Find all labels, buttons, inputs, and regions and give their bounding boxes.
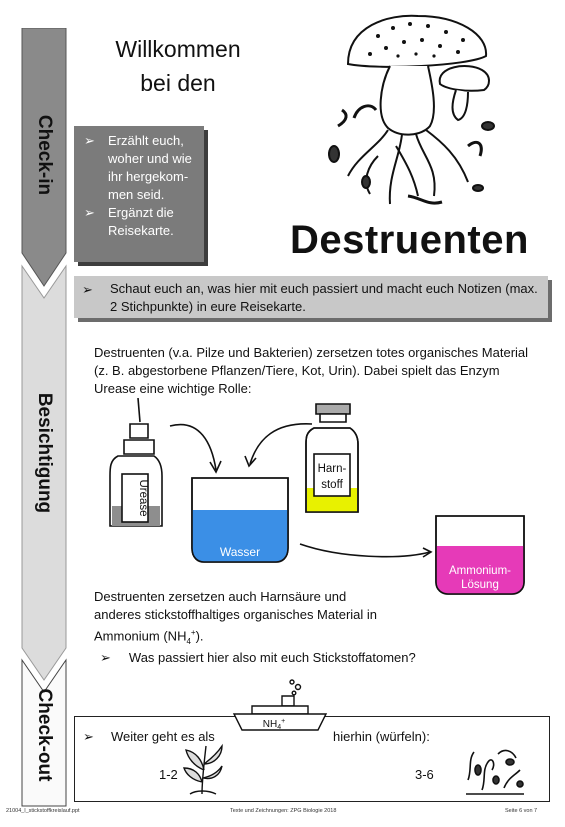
harnstoff-label-1: Harn-	[318, 463, 347, 475]
ship-label: NH4+	[263, 718, 285, 731]
question-line: ➢ Was passiert hier also mit euch Stickst…	[100, 650, 416, 666]
section-label-check-out: Check-out	[34, 688, 55, 782]
urease-label: Urease	[137, 479, 149, 516]
check-out-text-before: Weiter geht es als	[111, 729, 215, 744]
ammonium-text-line-2: anderes stickstoffhaltiges organisches M…	[94, 607, 378, 622]
ammonium-formula-end: ).	[195, 628, 204, 644]
dice-option-right: 3-6	[415, 767, 434, 782]
besichtigung-instruction: Schaut euch an, was hier mit euch passie…	[110, 281, 538, 314]
besichtigung-task-box: ➢ Schaut euch an, was hier mit euch pass…	[74, 276, 548, 318]
plant-icon	[183, 743, 223, 795]
check-in-task-box: Erzählt euch, woher und wie ihr hergekom…	[74, 126, 204, 262]
ship-icon: NH4+	[232, 679, 328, 731]
decomposers-icon	[466, 749, 524, 795]
ammonium-label-1: Ammonium-	[449, 565, 511, 577]
section-sidebar	[21, 28, 67, 807]
harnstoff-label-2: stoff	[321, 479, 343, 491]
check-out-text-after: hierhin (würfeln):	[333, 729, 430, 744]
bullet-arrow-icon: ➢	[82, 282, 93, 297]
check-in-bullet: Ergänzt die Reisekarte.	[82, 204, 200, 240]
ammonium-label-2: Lösung	[461, 579, 499, 591]
question-text: Was passiert hier also mit euch Sticksto…	[128, 650, 416, 665]
footer-page-number: Seite 6 von 7	[505, 808, 538, 814]
bullet-arrow-icon: ➢	[100, 650, 111, 665]
page-title: Destruenten	[290, 218, 529, 262]
ammonium-formula-text: Ammonium (NH	[94, 628, 187, 644]
wasser-label: Wasser	[220, 545, 260, 559]
bullet-arrow-icon: ➢	[83, 729, 94, 744]
ammonium-paragraph: Destruenten zersetzen auch Harnsäure und…	[94, 588, 424, 651]
mushroom-illustration	[328, 14, 495, 205]
ammonium-text-line-1: Destruenten zersetzen auch Harnsäure und	[94, 589, 347, 604]
welcome-heading: Willkommen bei den	[98, 32, 258, 100]
welcome-line-2: bei den	[140, 70, 216, 96]
footer-credits: Texte und Zeichnungen: ZPG Biologie 2018	[230, 808, 337, 814]
section-label-besichtigung: Besichtigung	[34, 392, 55, 514]
dice-option-left: 1-2	[159, 767, 178, 782]
check-in-bullet: Erzählt euch, woher und wie ihr hergekom…	[82, 132, 200, 204]
ammonium-formula-sup: +	[190, 628, 196, 637]
intro-paragraph: Destruenten (v.a. Pilze und Bakterien) z…	[94, 345, 529, 396]
ammonium-formula-sub: 4	[186, 636, 191, 646]
welcome-line-1: Willkommen	[115, 36, 241, 62]
urease-experiment-illustration: Urease Harn- stoff Wasser Ammonium- Lösu…	[109, 398, 525, 595]
section-label-check-in: Check-in	[34, 114, 55, 196]
footer-filename: 21004_l_stickstoffkreislauf.ppt	[6, 808, 80, 814]
ammonium-text-line-3: Ammonium (NH4+).	[94, 624, 424, 651]
